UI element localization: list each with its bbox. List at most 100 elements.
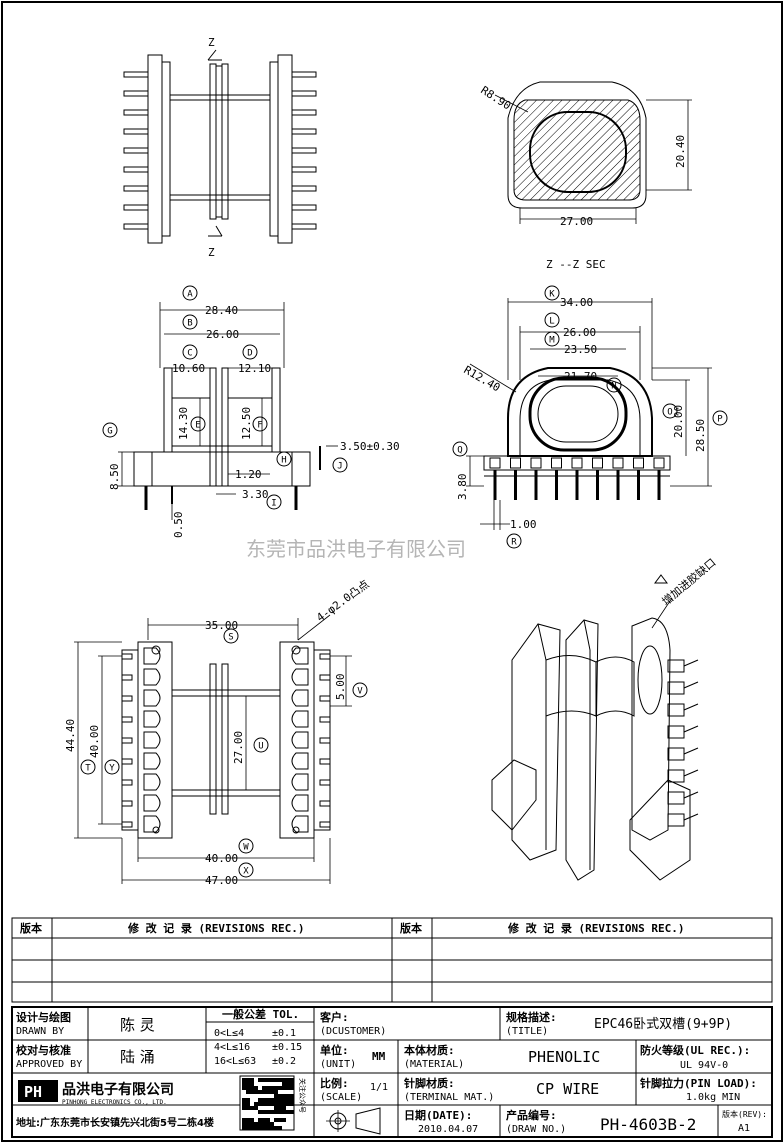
date: 2010.04.07 [418, 1124, 478, 1135]
customer-label-cn: 客户: [319, 1010, 349, 1024]
pin-stub-left [121, 821, 133, 828]
unit-label-cn: 单位: [320, 1043, 349, 1057]
dim-2700: 27.00 [560, 215, 593, 228]
qr-module [254, 1102, 258, 1106]
qr-module [250, 1090, 254, 1094]
company-name-en: PINHONG ELECTRONICS CO., LTD. [62, 1099, 167, 1106]
pin-stub-left [121, 695, 133, 702]
dim-1060: 10.60 [172, 362, 205, 375]
ref-circle-a [182, 285, 198, 301]
qr-module [258, 1102, 262, 1106]
qr-module [274, 1086, 278, 1090]
pin-stub-right [319, 674, 331, 681]
pin-pad-left [143, 647, 161, 665]
ref-circle-y [104, 759, 120, 775]
pin-pad-right [291, 647, 309, 665]
approved-label-cn: 校对与核准 [16, 1043, 71, 1057]
pin-top-left [123, 185, 149, 192]
ref-circle-d [242, 344, 258, 360]
qr-module [290, 1098, 294, 1102]
qr-module [262, 1126, 266, 1130]
dim-1210: 12.10 [238, 362, 271, 375]
ref-circle-v [352, 682, 368, 698]
ref-letter-d: D [247, 349, 252, 359]
qr-module [246, 1082, 250, 1086]
pin-top-left [123, 147, 149, 154]
pin-top-left [123, 204, 149, 211]
qr-code [239, 1075, 295, 1131]
qr-module [254, 1126, 258, 1130]
ref-letter-i: I [271, 499, 276, 509]
pin-top-left [123, 223, 149, 230]
qr-module [290, 1094, 294, 1098]
qr-module [258, 1110, 262, 1114]
iso-pin-leg [683, 813, 699, 821]
material-label-cn: 本体材质: [404, 1043, 455, 1057]
material-label-en: (MATERIAL) [404, 1059, 464, 1070]
tol-value-2: ±0.2 [272, 1056, 296, 1067]
qr-module [286, 1102, 290, 1106]
iso-pin-block [667, 659, 685, 673]
ref-circle-g [102, 422, 118, 438]
ref-circle-t [80, 759, 96, 775]
qr-module [242, 1118, 246, 1122]
dim-2840: 28.40 [205, 304, 238, 317]
section-view: R8.90 20.40 27.00 Z --Z SEC [478, 81, 692, 271]
product-title: EPC46卧式双槽(9+9P) [594, 1017, 732, 1032]
iso-pin-block [667, 769, 685, 783]
qr-module [278, 1094, 282, 1098]
qr-module [242, 1102, 246, 1106]
qr-module [282, 1110, 286, 1114]
date-label: 日期(DATE): [404, 1108, 472, 1122]
draw-number: PH-4603B-2 [600, 1115, 696, 1134]
pin-top-right [291, 204, 317, 211]
pin-pad-right [291, 710, 309, 728]
ref-letter-e: E [195, 421, 200, 431]
qr-module [278, 1110, 282, 1114]
iso-pin-leg [683, 769, 699, 777]
ref-circle-k [544, 285, 560, 301]
iso-pin-leg [683, 791, 699, 799]
qr-module [246, 1126, 250, 1130]
pin-pad-right [291, 731, 309, 749]
qr-module [242, 1082, 246, 1086]
qr-module [258, 1118, 262, 1122]
qr-module [246, 1118, 250, 1122]
qr-module [278, 1118, 282, 1122]
qr-module [278, 1106, 282, 1110]
qr-module [258, 1122, 262, 1126]
ref-letter-g: G [107, 427, 112, 437]
qr-module [262, 1118, 266, 1122]
pin-stub-right [319, 800, 331, 807]
ref-letter-f: F [257, 421, 262, 431]
qr-module [278, 1086, 282, 1090]
unit: MM [372, 1050, 386, 1063]
iso-pin-leg [683, 703, 699, 711]
pin-stub-left [121, 653, 133, 660]
qr-module [286, 1094, 290, 1098]
iso-pin-block [667, 791, 685, 805]
pin-stub-right [319, 653, 331, 660]
pinload-label: 针脚拉力(PIN LOAD): [640, 1076, 757, 1090]
qr-caption: 关注公众号 [298, 1078, 307, 1113]
ref-letter-a: A [187, 290, 193, 300]
qr-module [286, 1098, 290, 1102]
ref-circle-n [606, 377, 622, 393]
dim-r890: R8.90 [478, 84, 513, 113]
ref-circle-m [544, 331, 560, 347]
dim-3500: 35.00 [205, 619, 238, 632]
watermark: 东莞市品洪电子有限公司 [246, 537, 466, 561]
spec-label-en: (TITLE) [506, 1026, 548, 1037]
pin-stub-left [121, 800, 133, 807]
qr-module [258, 1098, 262, 1102]
boss-dot [291, 645, 301, 655]
dim-4000b: 40.00 [205, 852, 238, 865]
customer-label-en: (DCUSTOMER) [320, 1026, 386, 1037]
note: 增加进胶缺口 [659, 555, 719, 608]
qr-module [282, 1078, 286, 1082]
cut-label-top: Z [208, 36, 215, 49]
pin-pad-right [291, 773, 309, 791]
qr-module [246, 1102, 250, 1106]
iso-pin-block [667, 703, 685, 717]
qr-module [242, 1122, 246, 1126]
